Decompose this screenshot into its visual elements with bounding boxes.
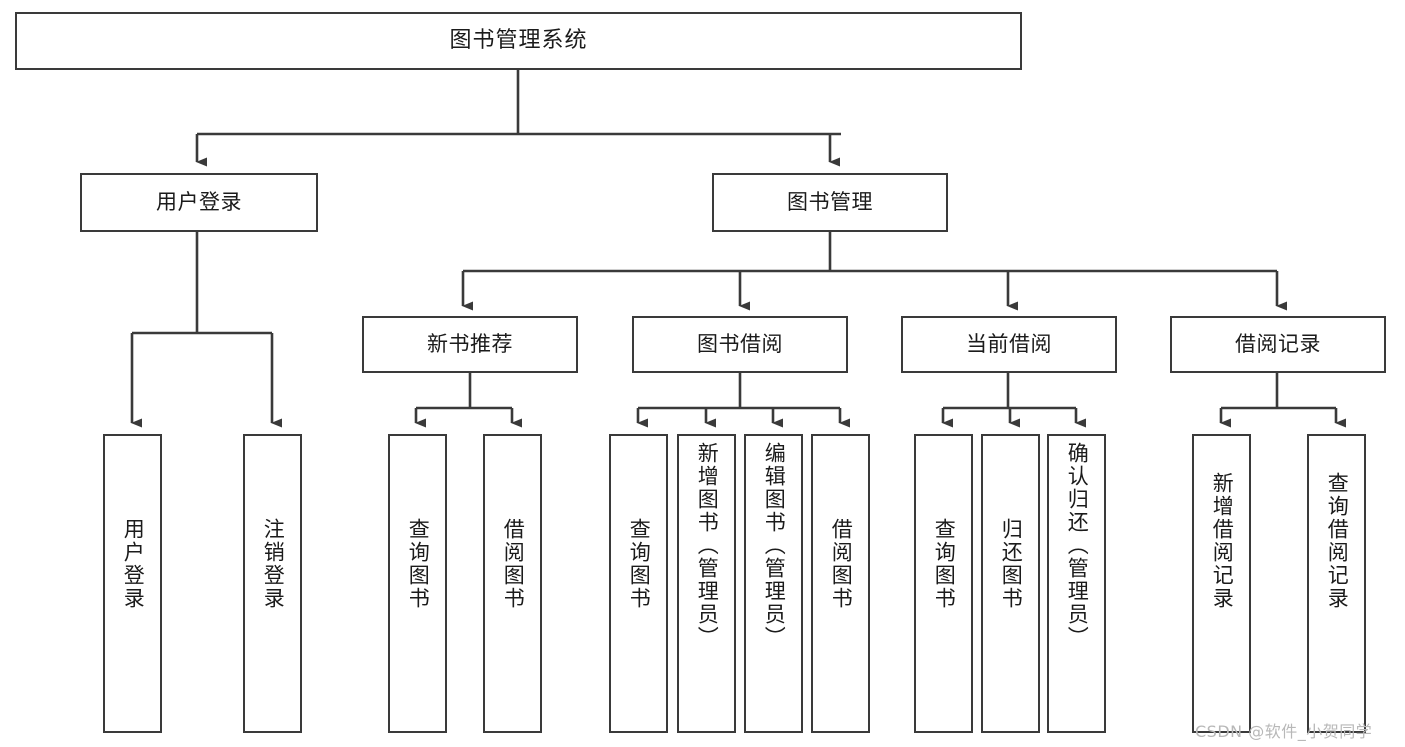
node-leaf-logout-label: 注销登录 (261, 518, 286, 610)
node-leaf-return-book-label: 归还图书 (999, 518, 1024, 610)
node-leaf-query-book-1[interactable]: 查询图书 (388, 434, 447, 733)
node-borrow-record[interactable]: 借阅记录 (1170, 316, 1386, 373)
node-new-book-recommend-label: 新书推荐 (427, 332, 513, 357)
node-leaf-add-book-label: 新增图书（管理员） (695, 442, 720, 649)
node-leaf-confirm-return-label: 确认归还（管理员） (1065, 442, 1090, 649)
node-current-borrow-label: 当前借阅 (966, 332, 1052, 357)
node-leaf-borrow-book-1[interactable]: 借阅图书 (483, 434, 542, 733)
node-leaf-edit-book[interactable]: 编辑图书（管理员） (744, 434, 803, 733)
node-borrow-record-label: 借阅记录 (1235, 332, 1321, 357)
node-leaf-query-book-2[interactable]: 查询图书 (609, 434, 668, 733)
node-leaf-return-book[interactable]: 归还图书 (981, 434, 1040, 733)
node-root-label: 图书管理系统 (449, 28, 588, 54)
node-leaf-logout[interactable]: 注销登录 (243, 434, 302, 733)
node-leaf-borrow-book-2[interactable]: 借阅图书 (811, 434, 870, 733)
node-leaf-edit-book-label: 编辑图书（管理员） (762, 442, 787, 649)
node-leaf-borrow-book-2-label: 借阅图书 (829, 518, 854, 610)
node-book-manage-label: 图书管理 (787, 190, 873, 215)
node-user-login[interactable]: 用户登录 (80, 173, 318, 232)
node-leaf-query-record[interactable]: 查询借阅记录 (1307, 434, 1366, 733)
node-leaf-add-record-label: 新增借阅记录 (1210, 472, 1235, 610)
node-book-manage[interactable]: 图书管理 (712, 173, 948, 232)
watermark: CSDN @软件_小贺同学 (1195, 722, 1373, 741)
node-leaf-query-book-1-label: 查询图书 (406, 518, 431, 610)
node-leaf-add-book[interactable]: 新增图书（管理员） (677, 434, 736, 733)
node-root[interactable]: 图书管理系统 (15, 12, 1022, 70)
node-leaf-query-book-2-label: 查询图书 (627, 518, 652, 610)
node-book-borrow[interactable]: 图书借阅 (632, 316, 848, 373)
node-leaf-query-book-3-label: 查询图书 (932, 518, 957, 610)
node-leaf-query-book-3[interactable]: 查询图书 (914, 434, 973, 733)
node-leaf-confirm-return[interactable]: 确认归还（管理员） (1047, 434, 1106, 733)
node-leaf-borrow-book-1-label: 借阅图书 (501, 518, 526, 610)
node-leaf-add-record[interactable]: 新增借阅记录 (1192, 434, 1251, 733)
node-book-borrow-label: 图书借阅 (697, 332, 783, 357)
node-current-borrow[interactable]: 当前借阅 (901, 316, 1117, 373)
node-leaf-user-login-label: 用户登录 (121, 518, 146, 610)
node-leaf-user-login[interactable]: 用户登录 (103, 434, 162, 733)
node-user-login-label: 用户登录 (156, 190, 242, 215)
node-leaf-query-record-label: 查询借阅记录 (1325, 472, 1350, 610)
node-new-book-recommend[interactable]: 新书推荐 (362, 316, 578, 373)
